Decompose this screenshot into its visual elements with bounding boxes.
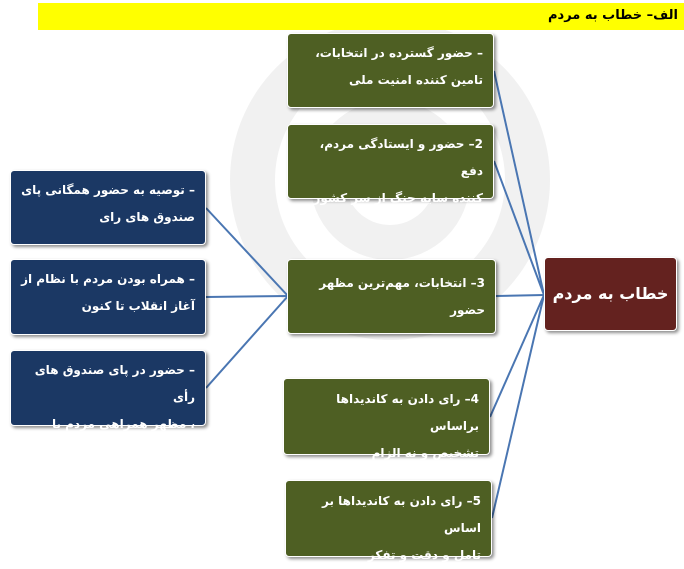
left-node-3-line1: – حضور در پای صندوق های رأی <box>34 363 195 404</box>
middle-node-3: 3– انتخابات، مهم‌ترین مظهر حضور <box>287 259 496 334</box>
left-node-1-line2: صندوق های رای <box>99 210 195 224</box>
left-node-2-line2: آغاز انقلاب تا کنون <box>81 299 195 313</box>
middle-node-5-line2: تامل و دقت و تفکر <box>367 548 481 562</box>
middle-node-1-line1: – حضور گسترده در انتخابات، <box>315 46 483 60</box>
left-node-3-line2: ، مظهر همراهی مردم با نظام <box>51 417 195 458</box>
middle-node-1-line2: تامین کننده امنیت ملی <box>349 73 483 87</box>
middle-node-3-line1: 3– انتخابات، مهم‌ترین مظهر حضور <box>319 275 485 317</box>
middle-node-5-line1: 5– رای دادن به کاندیداها بر اساس <box>322 494 481 535</box>
connector-root-2 <box>493 160 545 296</box>
left-node-3: – حضور در پای صندوق های رأی ، مظهر همراه… <box>10 350 206 458</box>
left-node-1-line1: – توصیه به حضور همگانی پای <box>21 183 195 197</box>
middle-node-4-line1: 4– رای دادن به کاندیداها براساس <box>336 392 479 433</box>
root-label: خطاب به مردم <box>552 284 669 303</box>
middle-node-2-line1: 2– حضور و ایستادگی مردم، دفع <box>319 137 483 178</box>
left-node-2-line1: – همراه بودن مردم با نظام از <box>21 272 195 286</box>
middle-node-4-line2: تشخیص و نه الزام <box>371 446 479 460</box>
middle-node-1: – حضور گسترده در انتخابات، تامین کننده ا… <box>287 33 494 108</box>
root-node: خطاب به مردم <box>544 257 677 331</box>
section-title: الف– خطاب به مردم <box>548 8 678 23</box>
left-node-2: – همراه بودن مردم با نظام از آغاز انقلاب… <box>10 259 206 335</box>
middle-node-2-line2: کننده سایه جنگ از سر کشور <box>313 191 483 205</box>
middle-node-4: 4– رای دادن به کاندیداها براساس تشخیص و … <box>283 378 490 460</box>
connector-left-2 <box>205 295 289 298</box>
connector-left-3 <box>205 295 289 389</box>
middle-node-5: 5– رای دادن به کاندیداها بر اساس تامل و … <box>285 480 492 562</box>
connector-root-4 <box>489 294 545 418</box>
connector-left-1 <box>205 207 289 297</box>
middle-node-2: 2– حضور و ایستادگی مردم، دفع کننده سایه … <box>287 124 494 205</box>
left-node-1: – توصیه به حضور همگانی پای صندوق های رای <box>10 170 206 245</box>
connector-root-1 <box>493 70 545 296</box>
section-header: الف– خطاب به مردم <box>38 3 684 30</box>
connector-root-3 <box>495 294 545 297</box>
connector-root-5 <box>491 294 545 519</box>
